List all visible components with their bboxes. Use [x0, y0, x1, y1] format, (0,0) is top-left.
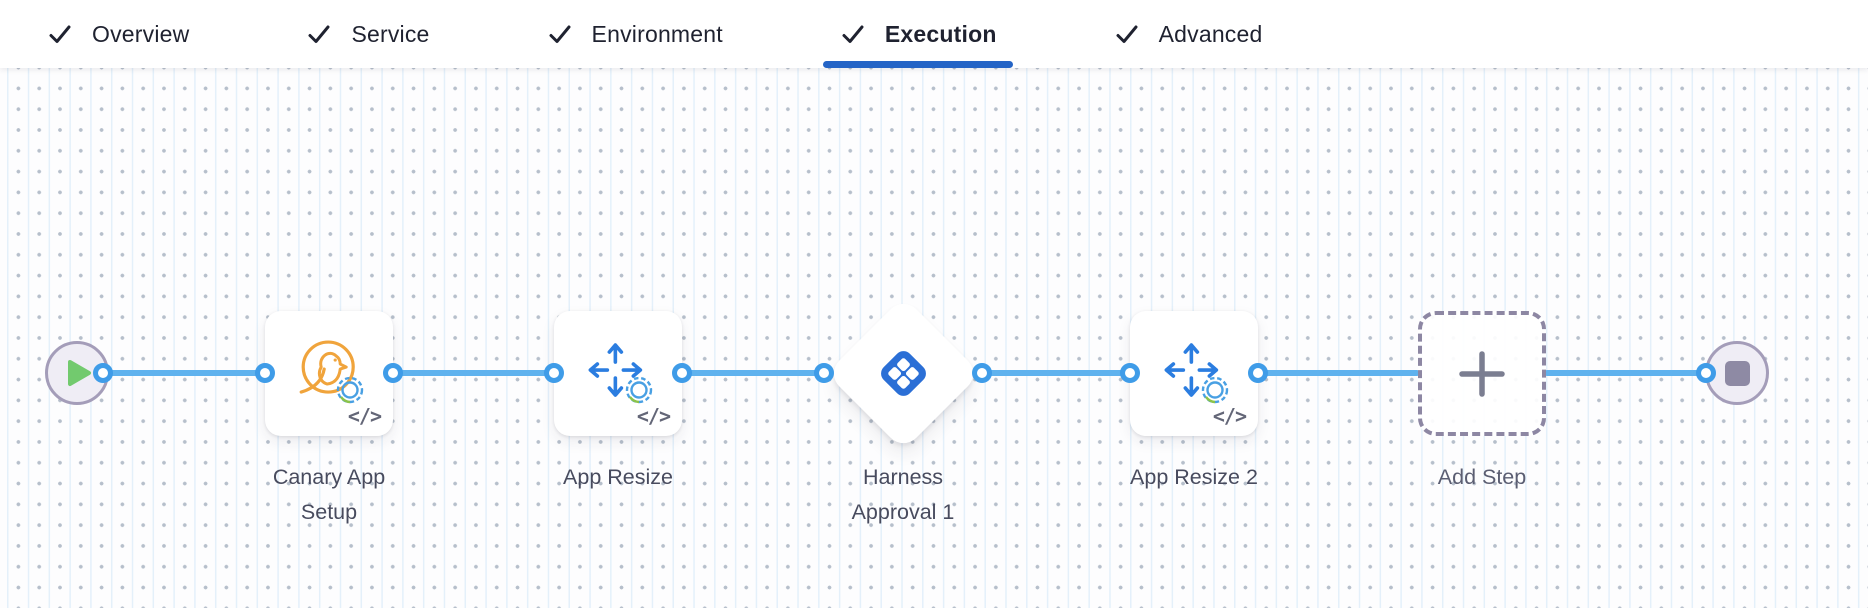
plus-icon: [1459, 350, 1505, 397]
edge-start-to-canary: [95, 370, 270, 376]
step-node-app-resize[interactable]: </>: [554, 311, 682, 436]
port-canary-out[interactable]: [383, 363, 403, 383]
port-resize-in[interactable]: [544, 363, 564, 383]
tab-execution[interactable]: Execution: [819, 0, 1017, 68]
node-label-canary-app-setup: Canary App Setup: [272, 465, 386, 524]
port-resize-out[interactable]: [672, 363, 692, 383]
port-resize2-out[interactable]: [1248, 363, 1268, 383]
code-badge-icon[interactable]: </>: [636, 404, 671, 428]
stage-config-tabbar: Overview Service Environment Execution: [0, 0, 1868, 68]
port-canary-in[interactable]: [255, 363, 275, 383]
edge-addstep-to-end: [1544, 370, 1710, 376]
gear-badge-icon: [625, 376, 653, 404]
tab-list: Overview Service Environment Execution: [0, 0, 1868, 68]
play-icon: [68, 360, 91, 386]
tab-overview[interactable]: Overview: [26, 0, 209, 68]
resize-arrows-icon: [1164, 342, 1219, 397]
canary-icon: [299, 339, 355, 394]
gear-badge-icon: [336, 376, 364, 404]
code-badge-icon[interactable]: </>: [347, 404, 382, 428]
port-resize2-in[interactable]: [1120, 363, 1140, 383]
tab-label: Advanced: [1158, 20, 1263, 47]
node-label-add-step: Add Step: [1437, 465, 1527, 489]
tab-label: Overview: [92, 20, 190, 47]
code-badge-icon[interactable]: </>: [1212, 404, 1247, 428]
port-approval-in[interactable]: [814, 363, 834, 383]
tab-label: Execution: [884, 20, 997, 47]
step-node-app-resize-2[interactable]: </>: [1130, 311, 1258, 436]
check-icon: [1116, 25, 1138, 43]
tab-advanced[interactable]: Advanced: [1093, 0, 1283, 68]
edge-resize2-to-addstep: [1258, 370, 1420, 376]
edge-resize-to-approval: [682, 370, 830, 376]
resize-arrows-icon: [588, 342, 643, 397]
stop-icon: [1724, 360, 1750, 386]
step-node-canary-app-setup[interactable]: </>: [265, 311, 393, 436]
node-label-app-resize-2: App Resize 2: [1130, 465, 1258, 489]
port-end-in[interactable]: [1696, 363, 1716, 383]
tab-label: Service: [351, 20, 430, 47]
check-icon: [308, 25, 330, 43]
node-label-app-resize: App Resize: [563, 465, 673, 489]
add-step-button[interactable]: [1418, 311, 1546, 436]
check-icon: [549, 25, 571, 43]
check-icon: [842, 25, 864, 43]
tab-label: Environment: [591, 20, 723, 47]
gear-badge-icon: [1201, 376, 1229, 404]
node-label-harness-approval-1: Harness Approval 1: [851, 465, 955, 524]
check-icon: [49, 25, 71, 43]
tab-service[interactable]: Service: [285, 0, 449, 68]
port-start-out[interactable]: [93, 363, 113, 383]
harness-logo-icon: [881, 351, 926, 396]
tab-environment[interactable]: Environment: [526, 0, 743, 68]
edge-canary-to-resize: [393, 370, 558, 376]
edge-approval-to-resize2: [980, 370, 1134, 376]
port-approval-out[interactable]: [972, 363, 992, 383]
